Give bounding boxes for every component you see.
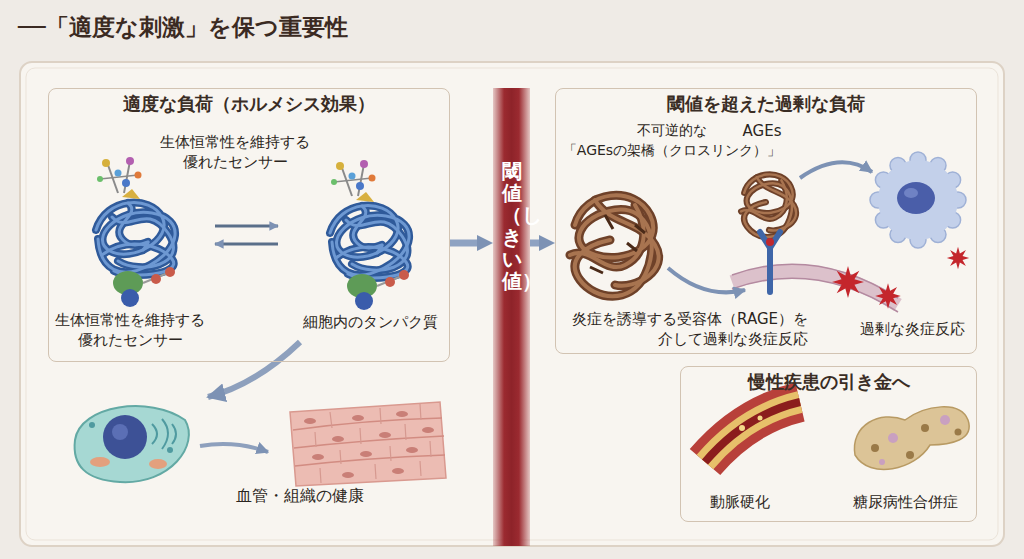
tissue-illustration [392,468,404,474]
age-molecule [741,174,796,237]
cell-illustration [89,422,95,428]
cell-illustration [152,419,176,449]
tissue-illustration [290,402,446,486]
process-arrow [668,268,745,292]
artery-illustration [758,416,763,421]
cell-membrane [732,278,898,312]
tissue-illustration [290,402,446,486]
tissue-illustration [312,454,324,460]
flow-arrow [200,444,268,452]
tissue-illustration [315,404,431,483]
outer-panel [20,62,1004,546]
inflammation-burst [947,247,969,269]
rage-receptor [766,238,774,246]
cell-illustration [90,457,110,467]
rage-receptor [760,232,780,292]
diagram-title: ──「適度な刺激」を保つ重要性 [18,12,348,42]
tissue-illustration [332,436,344,442]
annotation-label: 生体恒常性を維持する 優れたセンサー [40,310,220,350]
age-molecule [741,174,796,237]
age-molecule [741,174,796,237]
cell-membrane [732,264,898,312]
annotation-label: 動脈硬化 [695,492,785,512]
pancreas-illustration [940,415,950,425]
crosslinked-protein [570,195,659,296]
panel-heading: 慢性疾患の引き金へ [748,367,910,393]
flow-arrow [450,240,493,247]
cell-illustration [103,415,147,459]
immune-cell [870,152,966,248]
pancreas-illustration [921,424,929,432]
artery-illustration [705,402,800,462]
tissue-illustration [352,415,364,421]
threshold-label: 閾値（しきい値） [502,160,522,292]
equilibrium-arrows [215,243,278,246]
cell-illustration [112,424,128,440]
age-molecule [741,174,796,237]
pancreas-illustration [871,444,879,452]
tissue-illustration [304,418,316,424]
immune-cell [904,188,918,198]
tissue-illustration [396,411,408,417]
flow-arrow [208,342,300,397]
equilibrium-arrows [215,225,278,228]
cell-membrane [732,271,898,305]
flow-arrow [200,342,300,452]
annotation-label: 糖尿病性合併症 [845,492,965,512]
inflammation-burst [832,266,864,298]
tissue-illustration [406,447,418,453]
annotation-label: AGEs [732,121,792,141]
threshold-band: 閾値（しきい値） [493,88,530,546]
tissue-illustration [379,432,391,438]
immune-cell [897,182,935,214]
tissue-illustration [360,451,372,457]
inflammation-burst [875,283,901,309]
artery-illustration [705,402,800,462]
annotation-label: 生体恒常性を維持する 優れたセンサー [145,132,325,172]
equilibrium-arrows [215,226,278,244]
crosslinked-protein [590,215,645,273]
flow-arrow [530,240,555,247]
cell-membrane [732,264,898,298]
annotation-label: 炎症を誘導する受容体（RAGE）を 介して過剰な炎症反応 [548,309,808,349]
artery-illustration [705,402,800,462]
crosslinked-protein [570,195,659,296]
artery-illustration [705,402,800,462]
tissue-illustration [422,427,434,433]
rage-receptor [760,232,780,292]
artery-illustration [739,425,745,431]
age-molecule [741,174,796,237]
crosslinked-protein [570,195,659,296]
cell-illustration [149,459,167,469]
panel-heading: 閾値を超えた過剰な負荷 [667,89,865,115]
protein-figure [330,160,409,310]
process-arrow [668,162,872,292]
pancreas-illustration [888,433,898,443]
pancreas-illustration [879,459,885,465]
annotation-label: 過剰な炎症反応 [852,319,972,339]
immune-cell [878,160,958,240]
cell-illustration [75,406,189,482]
crosslinked-protein [570,195,659,296]
cell-illustration [167,447,173,453]
inflammation-burst [832,247,969,309]
immune-cell [870,152,966,248]
tissue-illustration [342,472,354,478]
crosslinked-protein [570,195,659,296]
panel-heading: 適度な負荷（ホルメシス効果） [123,89,375,115]
outer-panel [20,62,1004,546]
protein-figure [96,157,175,307]
cell-illustration [75,406,189,482]
pancreas-illustration [854,407,969,470]
pancreas-illustration [906,451,914,459]
annotation-label: 細胞内のタンパク質 [295,312,445,332]
pancreas-illustration [854,407,969,470]
process-arrow [800,162,872,178]
protein-figure [96,157,409,310]
annotation-label: 血管・組織の健康 [225,486,375,506]
pancreas-illustration [955,429,962,436]
